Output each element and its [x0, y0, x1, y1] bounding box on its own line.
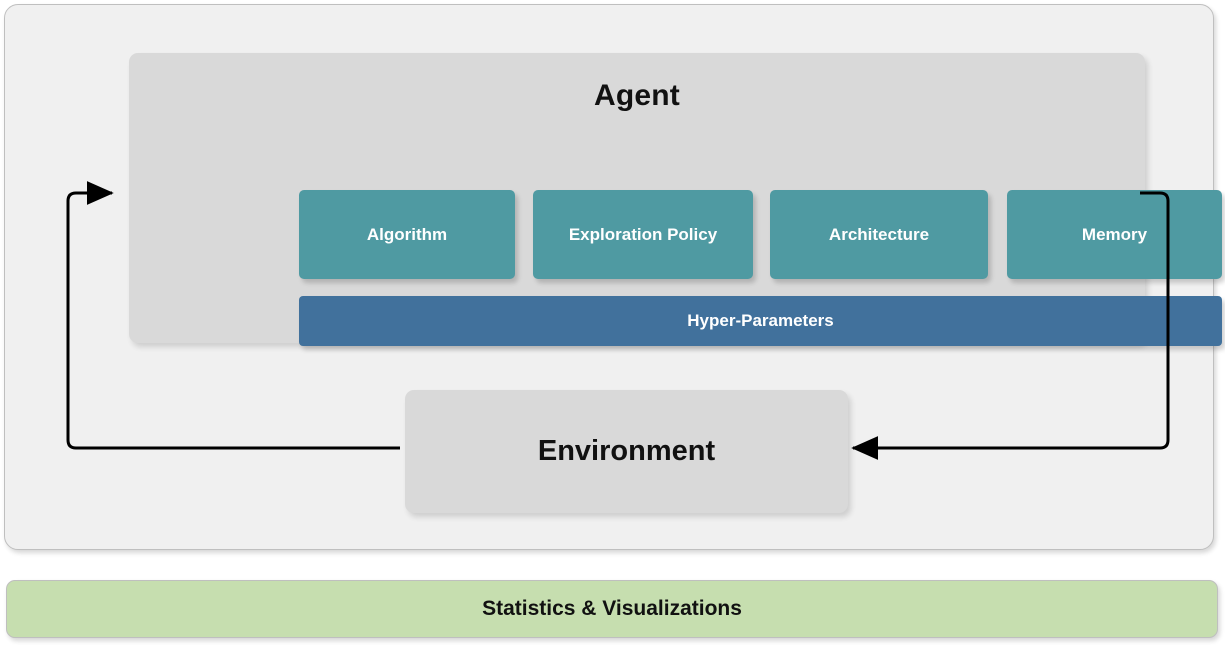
agent-component-memory[interactable]: Memory: [1007, 190, 1222, 279]
agent-component-label: Algorithm: [366, 224, 448, 244]
agent-panel[interactable]: Agent Algorithm Exploration Policy Archi…: [129, 53, 1222, 346]
agent-component-label: Architecture: [828, 224, 930, 244]
agent-component-algorithm[interactable]: Algorithm: [299, 190, 515, 279]
statistics-visualizations-label: Statistics & Visualizations: [482, 597, 742, 620]
agent-component-exploration-policy[interactable]: Exploration Policy: [533, 190, 753, 279]
environment-label: Environment: [537, 435, 716, 467]
hyper-parameters-label: Hyper-Parameters: [687, 311, 834, 330]
system-frame: Agent Algorithm Exploration Policy Archi…: [4, 4, 1222, 550]
hyper-parameters-bar[interactable]: Hyper-Parameters: [299, 296, 1222, 346]
environment-box[interactable]: Environment: [405, 390, 848, 513]
statistics-visualizations-bar[interactable]: Statistics & Visualizations: [6, 580, 1218, 638]
agent-component-label: Exploration Policy: [568, 224, 718, 244]
agent-component-label: Memory: [1081, 224, 1148, 244]
agent-component-architecture[interactable]: Architecture: [770, 190, 988, 279]
agent-title: Agent: [594, 79, 680, 112]
